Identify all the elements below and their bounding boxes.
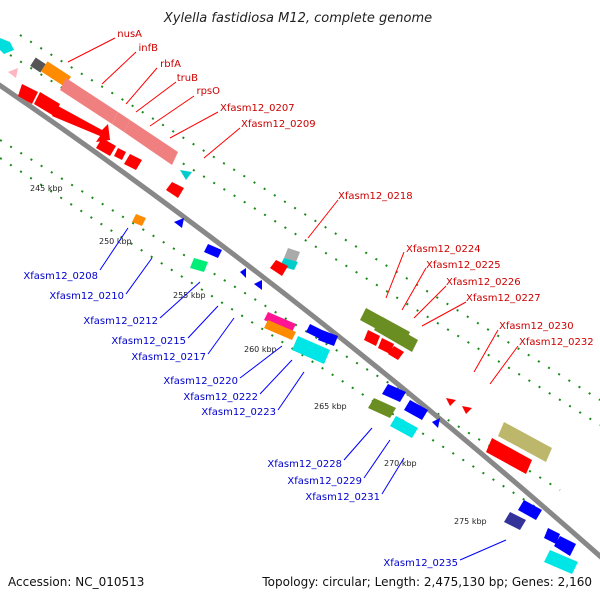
map-title: Xylella fastidiosa M12, complete genome (163, 11, 432, 26)
gene-feature (174, 218, 184, 228)
gene-label-xfasm12-0207: Xfasm12_0207 (220, 103, 295, 114)
gene-label-xfasm12-0218: Xfasm12_0218 (338, 191, 413, 202)
gene-feature (292, 336, 330, 364)
gene-label-xfasm12-0235: Xfasm12_0235 (383, 558, 458, 569)
gene-feature (40, 61, 72, 87)
gene-feature (34, 92, 60, 116)
gene-feature (518, 500, 542, 520)
gene-label-xfasm12-0232: Xfasm12_0232 (519, 337, 594, 348)
gene-feature (18, 84, 38, 104)
gene-label-xfasm12-0217: Xfasm12_0217 (131, 352, 206, 363)
plus-strand-features (0, 38, 552, 462)
leader-lines-top (67, 37, 519, 385)
gene-feature (486, 438, 532, 474)
scale-label: 250 kbp (99, 237, 132, 246)
gene-feature (364, 330, 380, 346)
gene-feature (544, 528, 560, 544)
gene-feature (112, 112, 130, 132)
gene-labels-top: nusA infB rbfA truB rpsO Xfasm12_0207 Xf… (117, 29, 593, 348)
gene-feature (544, 550, 578, 574)
scale-label: 275 kbp (454, 517, 487, 526)
backbone (0, 82, 600, 560)
gene-label-xfasm12-0228: Xfasm12_0228 (267, 459, 342, 470)
gene-label-infB: infB (139, 43, 159, 54)
gene-feature (124, 120, 178, 165)
gene-label-xfasm12-0208: Xfasm12_0208 (23, 271, 98, 282)
gene-labels-bottom: Xfasm12_0208 Xfasm12_0210 Xfasm12_0212 X… (23, 271, 458, 569)
gene-label-nusA: nusA (117, 29, 142, 40)
gene-feature (60, 78, 118, 124)
gene-label-xfasm12-0210: Xfasm12_0210 (49, 291, 124, 302)
gene-label-xfasm12-0229: Xfasm12_0229 (287, 476, 362, 487)
gene-feature (318, 330, 338, 346)
gene-label-xfasm12-0226: Xfasm12_0226 (446, 277, 521, 288)
gene-feature (204, 244, 222, 258)
gene-feature (8, 68, 18, 78)
backbone-line (0, 82, 600, 560)
gene-label-xfasm12-0225: Xfasm12_0225 (426, 260, 501, 271)
gene-label-xfasm12-0212: Xfasm12_0212 (83, 316, 158, 327)
gene-feature (368, 398, 396, 418)
gene-label-truB: truB (177, 73, 198, 84)
gene-feature (404, 400, 428, 420)
gene-feature (240, 268, 246, 278)
gene-label-rbfA: rbfA (160, 59, 181, 70)
gene-feature (554, 536, 576, 556)
leader-lines-bottom (99, 227, 507, 561)
scale-label: 245 kbp (30, 184, 63, 193)
gene-feature (124, 154, 142, 170)
gene-feature (382, 384, 406, 402)
gene-feature (132, 214, 146, 226)
gene-label-xfasm12-0215: Xfasm12_0215 (111, 336, 186, 347)
gene-feature (254, 280, 262, 290)
gene-feature (390, 416, 418, 438)
gene-feature (388, 346, 404, 360)
gene-label-xfasm12-0222: Xfasm12_0222 (183, 392, 258, 403)
gene-feature (166, 182, 184, 198)
gene-feature (190, 258, 208, 272)
gene-feature (378, 338, 394, 354)
scale-label: 265 kbp (314, 402, 347, 411)
scale-labels: 245 kbp 250 kbp 255 kbp 260 kbp 265 kbp … (30, 184, 487, 526)
gene-feature (96, 138, 116, 156)
gene-label-rpsO: rpsO (196, 86, 220, 97)
accession-text: Accession: NC_010513 (8, 575, 144, 589)
gene-label-xfasm12-0224: Xfasm12_0224 (406, 244, 481, 255)
gene-feature (180, 170, 192, 180)
gene-label-xfasm12-0230: Xfasm12_0230 (499, 321, 574, 332)
gene-label-xfasm12-0231: Xfasm12_0231 (305, 492, 380, 503)
plus-strand-arrows (18, 84, 532, 474)
gene-feature (114, 148, 126, 160)
scale-label: 260 kbp (244, 345, 277, 354)
tick-track-outer-2 (9, 54, 600, 426)
gene-feature (264, 320, 296, 340)
gene-feature (264, 312, 296, 332)
gene-feature (504, 512, 526, 530)
gene-label-xfasm12-0220: Xfasm12_0220 (163, 376, 238, 387)
tick-track-inner-2 (0, 157, 541, 511)
gene-label-xfasm12-0209: Xfasm12_0209 (241, 119, 316, 130)
minus-strand-features (132, 214, 578, 574)
gene-feature (498, 422, 552, 462)
topology-text: Topology: circular; Length: 2,475,130 bp… (261, 575, 592, 589)
scale-label: 255 kbp (173, 291, 206, 300)
gene-feature (284, 248, 300, 262)
gene-feature (0, 38, 14, 54)
gene-label-xfasm12-0223: Xfasm12_0223 (201, 407, 276, 418)
tick-track-inner (0, 139, 561, 491)
gene-feature (30, 57, 46, 73)
gene-feature (432, 418, 440, 428)
gene-feature (270, 260, 288, 276)
tick-tracks (0, 34, 600, 511)
gene-feature (52, 106, 110, 142)
gene-feature (462, 406, 472, 414)
gene-feature (374, 318, 418, 352)
gene-label-xfasm12-0227: Xfasm12_0227 (466, 293, 541, 304)
gene-feature (446, 398, 456, 406)
